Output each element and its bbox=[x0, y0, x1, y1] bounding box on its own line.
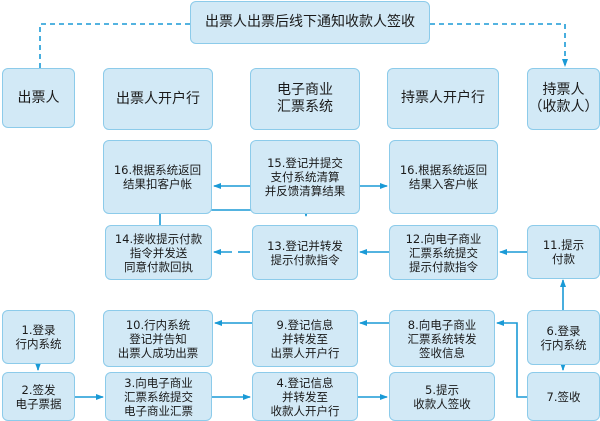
party-ecds: 电子商业 汇票系统 bbox=[250, 68, 360, 130]
top-note: 出票人出票后线下通知收款人签收 bbox=[190, 1, 430, 44]
step-2: 2.签发 电子票据 bbox=[2, 372, 75, 421]
step-7: 7.签收 bbox=[527, 372, 600, 421]
step-11: 11.提示 付款 bbox=[527, 225, 600, 279]
step-8: 8.向电子商业 汇票系统转发 签收信息 bbox=[389, 310, 495, 367]
step-15: 15.登记并提交 支付系统清算 并反馈清算结果 bbox=[250, 140, 360, 214]
party-holder: 持票人 （收款人） bbox=[527, 68, 600, 130]
step-10: 10.行内系统 登记并告知 出票人成功出票 bbox=[103, 310, 213, 367]
arrow-7-8 bbox=[496, 320, 527, 398]
step-6: 6.登录 行内系统 bbox=[527, 310, 600, 365]
step-14: 14.接收提示付款 指令并发送 同意付款回执 bbox=[105, 225, 212, 280]
step-12: 12.向电子商业 汇票系统提交 提示付款指令 bbox=[389, 225, 498, 280]
party-drawer-bank: 出票人开户行 bbox=[103, 68, 213, 130]
party-holder-bank: 持票人开户行 bbox=[387, 68, 499, 129]
dashed-arrow-right bbox=[430, 23, 568, 67]
step-4: 4.登记信息 并转发至 收款人开户行 bbox=[252, 372, 358, 421]
step-1: 1.登录 行内系统 bbox=[2, 310, 75, 364]
dashed-line-left bbox=[39, 23, 190, 68]
step-3: 3.向电子商业 汇票系统提交 电子商业汇票 bbox=[105, 372, 212, 421]
party-drawer: 出票人 bbox=[2, 68, 75, 128]
step-9: 9.登记信息 并转发至 出票人开户行 bbox=[252, 310, 358, 367]
step-5: 5.提示 收款人签收 bbox=[389, 372, 495, 421]
step-16-credit: 16.根据系统返回 结果入客户帐 bbox=[389, 140, 498, 214]
step-13: 13.登记并转发 提示付款指令 bbox=[252, 225, 358, 280]
step-16-debit: 16.根据系统返回 结果扣客户帐 bbox=[103, 140, 212, 214]
